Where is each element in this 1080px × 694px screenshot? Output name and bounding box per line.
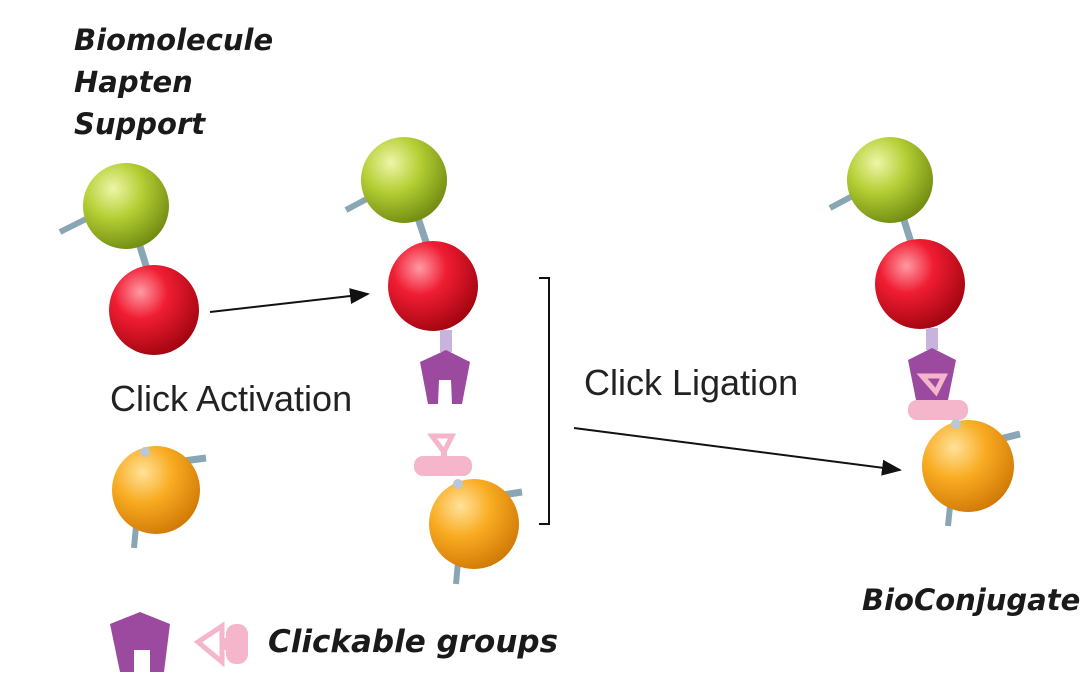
- hapten-sphere: [109, 265, 199, 355]
- clickable-groups-key: [110, 612, 248, 672]
- support-sphere: [429, 479, 519, 569]
- biomolecule-sphere: [83, 163, 169, 249]
- clickable-groups-label: Clickable groups: [268, 624, 559, 660]
- clickable-group-pink: [908, 400, 968, 420]
- biomolecule-sphere: [361, 137, 447, 223]
- pink-clickable-icon: [226, 624, 248, 664]
- hapten-sphere: [388, 241, 478, 331]
- stick: [945, 505, 953, 527]
- bracket: [539, 277, 550, 525]
- support-sphere: [112, 446, 200, 534]
- column-3-bioconjugate: [828, 137, 1021, 527]
- purple-clickable-icon: [110, 612, 170, 672]
- biomolecule-sphere: [847, 137, 933, 223]
- clickable-group-pink-tip: [427, 433, 457, 457]
- click-ligation-label: Click Ligation: [584, 362, 799, 403]
- legend-biomolecule: Biomolecule: [74, 23, 274, 57]
- stick: [131, 525, 139, 549]
- legend-hapten: Hapten: [74, 65, 193, 99]
- column-1-unmodified: [58, 163, 207, 549]
- support-sphere: [922, 420, 1014, 512]
- column-2-activated: [344, 137, 523, 585]
- hapten-sphere: [875, 239, 965, 329]
- linker: [440, 330, 452, 352]
- bioconjugate-label: BioConjugate: [862, 583, 1080, 617]
- ligation-arrow: [573, 427, 902, 476]
- legend-support: Support: [74, 107, 206, 141]
- clickable-group-pink-tip: [916, 373, 949, 397]
- clickable-group-pink: [414, 456, 472, 476]
- attachment-point: [140, 447, 150, 457]
- attachment-point: [453, 479, 463, 489]
- click-activation-label: Click Activation: [110, 378, 353, 419]
- pink-clickable-tip-icon: [193, 621, 225, 668]
- linker: [926, 328, 938, 350]
- activation-arrow: [209, 288, 370, 313]
- attachment-point: [951, 419, 961, 429]
- clickable-group-purple: [420, 350, 470, 404]
